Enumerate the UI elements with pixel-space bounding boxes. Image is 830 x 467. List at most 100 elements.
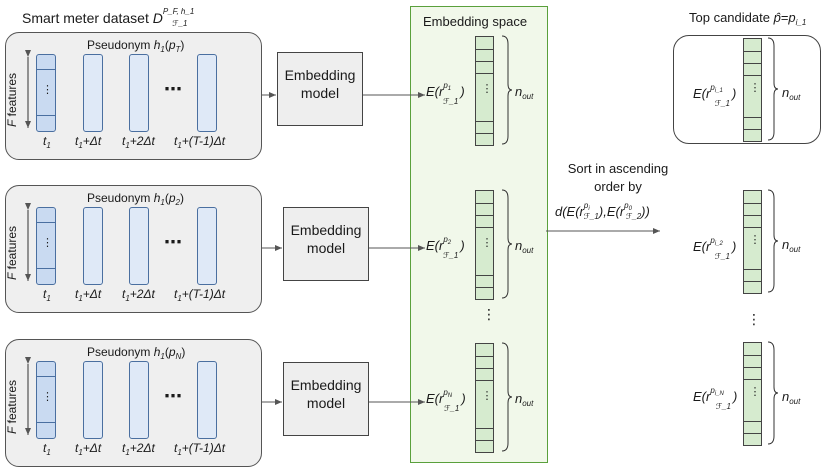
vector-label-2-sup: p [443,235,448,244]
features-symbol-1: F [5,119,19,127]
time-sub-2-2: 1 [78,294,83,303]
pseudonym-arg-sub-2: 2 [175,198,180,207]
sort-text-line-2: order by [594,179,642,194]
vector-label-3-supsub: N [447,393,453,399]
series-bar-1-1: ⋮ [36,54,56,132]
series-bar-1-4 [197,54,217,132]
pseudonym-arg-sub-3: N [175,352,182,361]
time-suffix-1-4: +(T-1)Δt [181,134,226,148]
candidate-vector-2-sep-3 [744,269,761,270]
bar-ellipsis-3: ⋯ [164,386,182,406]
sort-formula-sup-0: 0 [628,206,632,212]
candidate-nout-1-n: n [782,85,790,100]
features-text-3: features [5,379,19,427]
sort-formula-mid: ),E(r [598,204,625,219]
sort-formula-sub2: ℱ_2 [625,212,642,221]
series-bar-1-sep-a [37,69,55,70]
time-label-2-3: t1+2Δt [122,287,155,303]
candidate-vector-3-sep-3 [744,421,761,422]
candidate-vector-1-sep-3 [744,117,761,118]
time-suffix-3-4: +(T-1)Δt [181,441,226,455]
embedding-model-line2-3: model [306,395,346,411]
pseudonym-func-sub-2: 1 [160,198,165,207]
pseudonym-func-sub-1: 1 [160,45,165,54]
candidate-vector-3-sep-2 [744,379,761,380]
candidate-label-2-supsub: i_2 [714,241,723,247]
time-label-2-2: t1+Δt [75,287,101,303]
features-axis-label-1: F features [5,73,19,127]
embedding-vector-2: ⋮ [475,190,494,300]
vector-nout-2-sub: out [522,246,534,255]
time-label-2-1: t1 [43,287,51,303]
embedding-vector-2-sep-0 [476,203,493,204]
dataset-symbol: D [152,10,163,26]
vector-label-2: E(rp2ℱ_1) [426,236,465,260]
sort-formula-sup-p0: p [624,201,629,210]
series-bar-2-1: ⋮ [36,207,56,285]
embedding-model-line1-1: Embedding [284,67,356,83]
time-t-3-1: t [43,441,47,455]
candidate-label-3-close: ) [733,389,738,404]
vector-nout-1: nout [515,84,533,101]
pseudonym-text-2: Pseudonym [87,191,154,205]
embedding-vector-2-sep-4 [476,287,493,288]
series-bar-3-3 [129,361,149,439]
pseudonym-arg-3: p [168,345,176,359]
series-bar-3-2 [83,361,103,439]
dataset-title: Smart meter dataset DP_F, h_1ℱ_1 [22,8,194,28]
time-label-1-3: t1+2Δt [122,134,155,150]
candidate-vector-1-sep-4 [744,129,761,130]
sort-formula-end: )) [641,204,650,219]
vector-nout-2-n: n [515,238,523,253]
time-t-2-2: t [75,287,79,301]
vector-label-1-E: E(r [426,84,444,99]
pseudonym-paren-close-1: ) [180,38,185,52]
pseudonym-paren-close-3: ) [181,345,186,359]
features-text-2: features [5,225,19,273]
time-t-1-3: t [122,134,126,148]
embedding-vector-2-sep-2 [476,227,493,228]
time-t-3-4: t [174,441,178,455]
time-sub-2-3: 1 [125,294,130,303]
top-candidate-text: Top candidate [689,10,770,25]
embedding-vector-1-sep-0 [476,49,493,50]
sort-formula-sub1: ℱ_1 [583,212,599,221]
time-t-1-4: t [174,134,178,148]
time-t-2-1: t [43,287,47,301]
candidate-vector-2-sep-1 [744,215,761,216]
vector-nout-1-n: n [515,84,523,99]
pseudonym-arg-2: p [168,191,176,205]
candidate-vector-1-dots: ⋮ [749,82,761,94]
candidate-nout-2: nout [782,238,800,254]
time-sub-3-1: 1 [46,448,51,457]
time-sub-2-1: 1 [46,294,51,303]
time-suffix-2-3: +2Δt [129,287,155,301]
embedding-space-ellipsis: ⋮ [482,306,496,322]
candidate-brace-3 [767,341,779,445]
time-label-2-4: t1+(T-1)Δt [174,288,225,303]
embedding-vector-3: ⋮ [475,343,494,453]
embedding-vector-3-sep-0 [476,356,493,357]
time-t-3-3: t [122,441,126,455]
vector-brace-1 [501,35,513,145]
embedding-vector-2-sep-3 [476,275,493,276]
candidate-vector-3-sep-0 [744,355,761,356]
sort-formula-sup-p: p [583,201,589,210]
embedding-vector-3-dots: ⋮ [481,390,493,402]
candidate-label-1-sub: ℱ_1 [714,99,730,108]
embedding-vector-1-sep-2 [476,73,493,74]
vector-label-3-sup: p [443,388,448,397]
time-t-2-3: t [122,287,126,301]
vector-label-1: E(rp1ℱ_1) [426,82,465,106]
candidate-vector-3-sep-4 [744,433,761,434]
embedding-vector-1-sep-4 [476,133,493,134]
candidate-label-3-E: E(r [693,389,711,404]
time-sub-1-1: 1 [46,141,51,150]
bar-ellipsis-1: ⋯ [164,79,182,99]
time-label-1-1: t1 [43,135,51,150]
embedding-space-title: Embedding space [423,14,528,29]
features-symbol-2: F [5,272,19,280]
